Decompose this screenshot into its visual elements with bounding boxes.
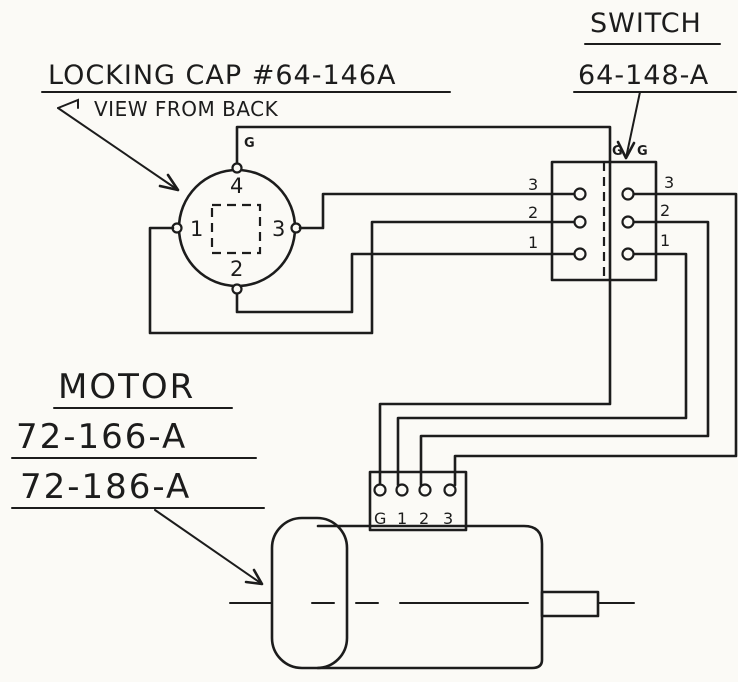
motor-leader-arrow bbox=[154, 509, 263, 585]
switch-ground-label-right: G bbox=[637, 144, 648, 159]
motor-terminal-label-3: 3 bbox=[443, 509, 453, 528]
motor-arrowhead bbox=[244, 568, 264, 586]
motor-terminal-1 bbox=[395, 483, 409, 497]
switch-terminal-right-3 bbox=[621, 187, 635, 201]
view-label-pointer bbox=[57, 98, 79, 109]
cap-terminal-1-label: 1 bbox=[190, 217, 203, 241]
cap-terminal-4-label: 4 bbox=[230, 174, 243, 198]
motor-end-bell bbox=[270, 516, 349, 670]
motor-terminal-g bbox=[373, 483, 387, 497]
switch-terminal-left-2 bbox=[573, 215, 587, 229]
switch-ground-label: G bbox=[612, 144, 623, 159]
wire-cap1-switch2 bbox=[148, 220, 577, 335]
switch-number: 64-148-A bbox=[578, 60, 709, 91]
switch-left-label-1: 1 bbox=[528, 233, 538, 252]
motor-shaft bbox=[540, 590, 600, 618]
wire-ground bbox=[235, 125, 612, 487]
motor-terminal-label-1: 1 bbox=[397, 509, 407, 528]
switch-terminal-right-1 bbox=[621, 247, 635, 261]
switch-left-label-3: 3 bbox=[528, 175, 538, 194]
switch-leader-arrow bbox=[625, 91, 641, 159]
switch-terminal-left-1 bbox=[573, 247, 587, 261]
motor-part-2: 72-186-A bbox=[20, 467, 191, 507]
locking-cap-view-label: VIEW FROM BACK bbox=[94, 97, 279, 121]
wire-switch1-motor1 bbox=[396, 252, 688, 487]
motor-terminal-3 bbox=[443, 483, 457, 497]
cap-terminal-4 bbox=[231, 162, 243, 174]
locking-cap-leader-arrow bbox=[57, 107, 179, 191]
switch-arrowhead bbox=[616, 140, 636, 160]
switch-left-label-2: 2 bbox=[528, 203, 538, 222]
cap-terminal-2 bbox=[231, 283, 243, 295]
wire-switch2-motor2 bbox=[419, 220, 710, 487]
motor-terminal-block bbox=[368, 470, 468, 532]
switch-right-label-3: 3 bbox=[664, 173, 674, 192]
motor-terminal-label-2: 2 bbox=[419, 509, 429, 528]
motor-title: MOTOR bbox=[58, 367, 195, 407]
motor-terminal-label-g: G bbox=[374, 509, 386, 528]
switch-title: SWITCH bbox=[590, 8, 702, 39]
motor-terminal-2 bbox=[418, 483, 432, 497]
cap-ground-label: G bbox=[244, 136, 255, 151]
motor-part-1: 72-166-A bbox=[16, 417, 187, 457]
cap-terminal-2-label: 2 bbox=[230, 257, 243, 281]
switch-right-label-1: 1 bbox=[660, 231, 670, 250]
cap-terminal-3-label: 3 bbox=[272, 217, 285, 241]
switch-right-label-2: 2 bbox=[660, 201, 670, 220]
locking-cap-arrowhead bbox=[158, 173, 180, 192]
switch-terminal-right-2 bbox=[621, 215, 635, 229]
wire-switch3-motor3 bbox=[453, 192, 738, 487]
wire-cap3-switch3 bbox=[298, 192, 577, 230]
wire-cap2-switch1 bbox=[235, 252, 577, 314]
locking-cap-center-key bbox=[210, 203, 262, 255]
motor-housing bbox=[316, 524, 544, 670]
switch-terminal-left-3 bbox=[573, 187, 587, 201]
locking-cap-title: LOCKING CAP #64-146A bbox=[48, 60, 396, 91]
